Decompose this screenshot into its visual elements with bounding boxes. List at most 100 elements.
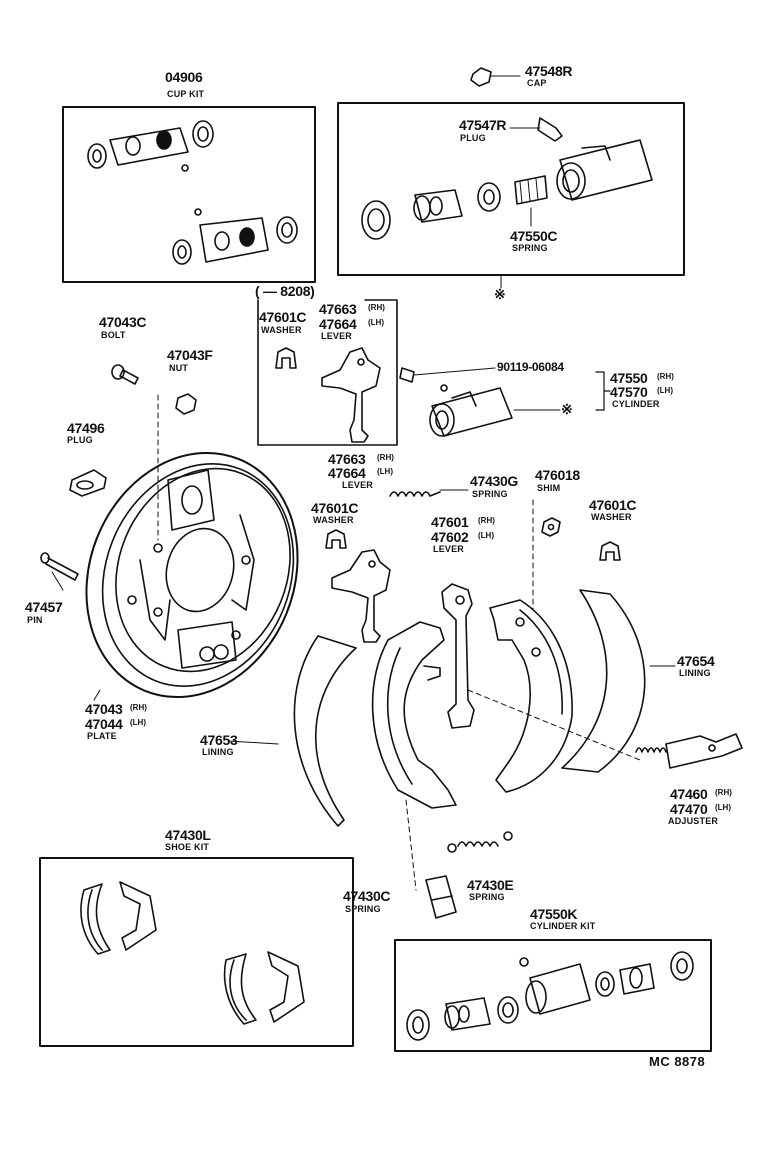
lever-a-number-lh: 47664 xyxy=(319,316,357,332)
plug-left-number: 47496 xyxy=(67,420,105,436)
shim-part xyxy=(532,499,561,611)
lever-c-part xyxy=(441,583,475,729)
lever-a-part xyxy=(321,347,381,443)
spring-e-part xyxy=(447,831,513,853)
lining-r-name: LINING xyxy=(679,668,711,678)
lever-c-number-lh: 47602 xyxy=(431,529,469,545)
washer-a-number: 47601C xyxy=(259,309,307,325)
adjuster-part xyxy=(635,733,743,769)
washer-c-name: WASHER xyxy=(591,512,632,522)
lever-b-number-lh: 47664 xyxy=(328,465,366,481)
adjuster-suffix-lh: (LH) xyxy=(715,803,731,812)
nut-number: 47043F xyxy=(167,347,213,363)
cap-name: CAP xyxy=(527,78,547,88)
washer-b-number: 47601C xyxy=(311,500,359,516)
spring-c-name: SPRING xyxy=(345,904,381,914)
backing-plate xyxy=(85,451,299,699)
adjuster-number-lh: 47470 xyxy=(670,801,708,817)
cylinder-name: CYLINDER xyxy=(612,399,660,409)
spring-g-name: SPRING xyxy=(472,489,508,499)
plate-suffix-lh: (LH) xyxy=(130,718,146,727)
shoe-kit-number: 47430L xyxy=(165,827,211,843)
lever-b-part xyxy=(331,549,391,643)
lining-right xyxy=(561,589,646,773)
lever-b-number-rh: 47663 xyxy=(328,451,366,467)
washer-a-part xyxy=(275,347,297,369)
washer-c-number: 47601C xyxy=(589,497,637,513)
lever-c-leader xyxy=(467,689,641,761)
spring-g-part xyxy=(389,489,469,497)
cylinder-bracket xyxy=(595,371,605,411)
nut-name: NUT xyxy=(169,363,189,373)
brake-shoe-right xyxy=(489,599,573,793)
adjuster-name: ADJUSTER xyxy=(668,816,719,826)
plate-number-lh: 47044 xyxy=(85,716,123,732)
lever-c-suffix-lh: (LH) xyxy=(478,531,494,540)
cylinder-detail-box xyxy=(337,102,685,276)
shoe-kit-parts xyxy=(80,881,305,1025)
cap-number: 47548R xyxy=(525,63,573,79)
washer-b-name: WASHER xyxy=(313,515,354,525)
lever-c-name: LEVER xyxy=(433,544,465,554)
cup-kit-name: CUP KIT xyxy=(167,89,205,99)
plug-left-name: PLUG xyxy=(67,435,93,445)
leader-lines xyxy=(51,571,676,745)
bolt-b-number: 90119-06084 xyxy=(497,360,564,374)
washer-a-name: WASHER xyxy=(261,325,302,335)
cylinder-suffix-rh: (RH) xyxy=(657,372,674,381)
symbol-note: ※ xyxy=(494,286,506,302)
shoe-kit-name: SHOE KIT xyxy=(165,842,210,852)
cup-kit-number: 04906 xyxy=(165,69,203,85)
bolt-b-part xyxy=(399,367,496,392)
adjuster-number-rh: 47460 xyxy=(670,786,708,802)
lever-c-suffix-rh: (RH) xyxy=(478,516,495,525)
spring-c-number: 47430C xyxy=(343,888,391,904)
washer-b-part xyxy=(325,529,347,549)
cylinder-kit-name: CYLINDER KIT xyxy=(530,921,596,931)
nut-part xyxy=(175,393,197,415)
lining-l-name: LINING xyxy=(202,747,234,757)
cylinder-kit-parts xyxy=(406,951,694,1041)
spring-top-number: 47550C xyxy=(510,228,558,244)
spring-e-number: 47430E xyxy=(467,877,514,893)
pin-name: PIN xyxy=(27,615,43,625)
bolt-part xyxy=(111,364,139,385)
lever-b-suffix-rh: (RH) xyxy=(377,453,394,462)
cylinder-kit-box xyxy=(394,939,712,1052)
cup-kit-parts xyxy=(87,120,298,265)
date-range-bracket xyxy=(257,299,398,446)
cylinder-detail-parts xyxy=(361,117,653,240)
cylinder-suffix-lh: (LH) xyxy=(657,386,673,395)
lever-a-number-rh: 47663 xyxy=(319,301,357,317)
cylinder-number-rh: 47550 xyxy=(610,370,648,386)
shim-number: 476018 xyxy=(535,467,580,483)
lining-r-number: 47654 xyxy=(677,653,715,669)
shim-name: SHIM xyxy=(537,483,561,493)
pin-number: 47457 xyxy=(25,599,63,615)
lever-b-name: LEVER xyxy=(342,480,374,490)
spring-g-number: 47430G xyxy=(470,473,519,489)
cylinder-kit-number: 47550K xyxy=(530,906,578,922)
diagram-code: MC 8878 xyxy=(649,1054,706,1069)
cup-kit-box xyxy=(62,106,316,283)
lining-left xyxy=(293,635,357,827)
lever-a-name: LEVER xyxy=(321,331,353,341)
lever-a-suffix-rh: (RH) xyxy=(368,303,385,312)
lever-c-number-rh: 47601 xyxy=(431,514,469,530)
plate-name: PLATE xyxy=(87,731,117,741)
lever-b-suffix-lh: (LH) xyxy=(377,467,393,476)
adjuster-suffix-rh: (RH) xyxy=(715,788,732,797)
lining-l-number: 47653 xyxy=(200,732,238,748)
washer-c-part xyxy=(599,541,621,561)
plate-number-rh: 47043 xyxy=(85,701,123,717)
plug-top-name: PLUG xyxy=(460,133,486,143)
pin-part xyxy=(40,552,79,581)
cylinder-part xyxy=(429,387,561,437)
spring-c-part xyxy=(405,799,457,919)
spring-top-name: SPRING xyxy=(512,243,548,253)
date-range: ( — 8208) xyxy=(255,283,315,299)
plug-top-number: 47547R xyxy=(459,117,507,133)
shoe-kit-box xyxy=(39,857,354,1047)
